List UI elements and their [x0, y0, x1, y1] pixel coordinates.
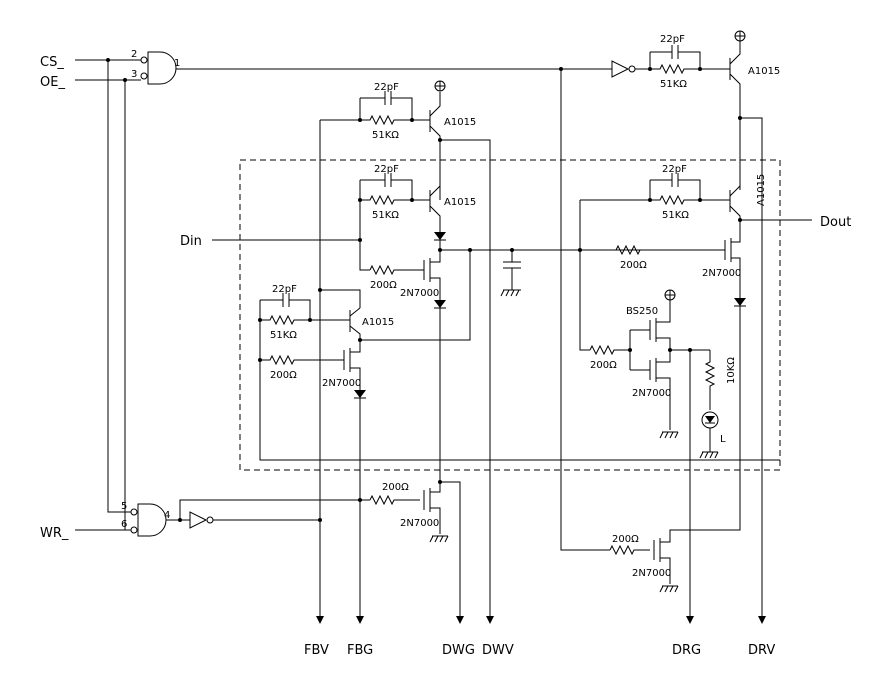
res-label-bottom-left: 200Ω: [382, 482, 409, 493]
diode-middle-lower: [434, 300, 446, 309]
dashed-enclosure: [239, 159, 781, 471]
diode-middle: [434, 232, 446, 241]
wr-label: WR_: [40, 526, 69, 541]
rc-top-right: 22pF 51KΩ: [649, 34, 701, 90]
nmos-right: 2N7000: [702, 232, 741, 298]
res-label-din: 200Ω: [370, 280, 397, 291]
fbg-label: FBG: [347, 643, 373, 658]
gate1-pin-out: 1: [174, 58, 180, 69]
gate2-pin-b: 6: [121, 519, 127, 530]
nmos-middle: 2N7000: [400, 250, 441, 300]
gate2-pin-a: 5: [121, 501, 127, 512]
led-label: L: [720, 434, 726, 445]
pnp-middle-label: A1015: [444, 197, 476, 208]
cap-label-right: 22pF: [662, 164, 687, 175]
fbv-label: FBV: [304, 643, 329, 658]
res-label-bs250-gate: 200Ω: [590, 360, 617, 371]
res-label-left-gate: 200Ω: [270, 370, 297, 381]
inverter-bottom: [189, 511, 214, 529]
nmos-right-label: 2N7000: [702, 268, 741, 279]
cap-to-ground: [500, 250, 521, 297]
oe-label: OE_: [40, 75, 65, 90]
led-l: L: [699, 411, 726, 459]
nmos-inverter: 2N7000: [632, 350, 679, 439]
gate2-pin-out: 4: [164, 510, 170, 521]
output-arrows: [316, 616, 766, 624]
and-gate-2: 5 6 4: [121, 501, 170, 537]
pnp-right: A1015: [729, 174, 767, 232]
cap-label-upper-left: 22pF: [374, 82, 399, 93]
cap-label-left: 22pF: [272, 284, 297, 295]
nmos-bottom-left-label: 2N7000: [400, 518, 439, 529]
res-label-right-gate: 200Ω: [620, 260, 647, 271]
rc-upper-left: 22pF 51KΩ: [359, 82, 413, 141]
cs-label: CS_: [40, 55, 64, 70]
dwg-label: DWG: [442, 643, 475, 658]
res-label-right: 51KΩ: [662, 210, 689, 221]
dwv-label: DWV: [482, 643, 514, 658]
pnp-right-label: A1015: [756, 174, 767, 206]
gate1-pin-b: 3: [131, 69, 137, 80]
dout-label: Dout: [820, 215, 851, 230]
rc-left: 22pF 51KΩ: [259, 284, 311, 341]
diode-left: [354, 390, 366, 399]
rc-right: 22pF 51KΩ: [649, 164, 701, 221]
nmos-left: 2N7000: [322, 340, 361, 390]
res-label-upper-left: 51KΩ: [372, 130, 399, 141]
rc-middle: 22pF 51KΩ: [359, 164, 413, 221]
nmos-bottom-right: 2N7000: [632, 529, 700, 593]
drg-label: DRG: [672, 643, 701, 658]
res-label-bottom-right: 200Ω: [612, 534, 639, 545]
cap-label-top-right: 22pF: [660, 34, 685, 45]
pnp-top-right: A1015: [729, 30, 780, 118]
res-label-led: 10KΩ: [726, 357, 737, 384]
output-signal-labels: FBV FBG DWG DWV DRG DRV: [304, 643, 775, 658]
diode-right: [734, 298, 746, 307]
din-label: Din: [180, 234, 202, 249]
cap-label-middle: 22pF: [374, 164, 399, 175]
pnp-left: A1015: [349, 307, 394, 340]
drv-label: DRV: [748, 643, 775, 658]
nmos-bottom-right-label: 2N7000: [632, 568, 671, 579]
nmos-left-label: 2N7000: [322, 378, 361, 389]
pmos-bs250: BS250: [626, 289, 676, 350]
nmos-inverter-label: 2N7000: [632, 388, 671, 399]
res-label-top-right: 51KΩ: [660, 79, 687, 90]
pnp-top-right-label: A1015: [748, 66, 780, 77]
gate1-pin-a: 2: [131, 49, 137, 60]
pmos-bs250-label: BS250: [626, 306, 658, 317]
res-label-middle: 51KΩ: [372, 210, 399, 221]
pnp-upper-left-label: A1015: [444, 117, 476, 128]
pnp-middle: A1015: [429, 140, 476, 232]
and-gate-1: 2 3 1: [131, 49, 180, 85]
input-signal-labels: CS_ OE_ WR_ Din Dout: [40, 55, 851, 541]
res-label-left: 51KΩ: [270, 330, 297, 341]
nmos-middle-label: 2N7000: [400, 288, 439, 299]
inverter-top: [611, 60, 636, 78]
pnp-left-label: A1015: [362, 317, 394, 328]
